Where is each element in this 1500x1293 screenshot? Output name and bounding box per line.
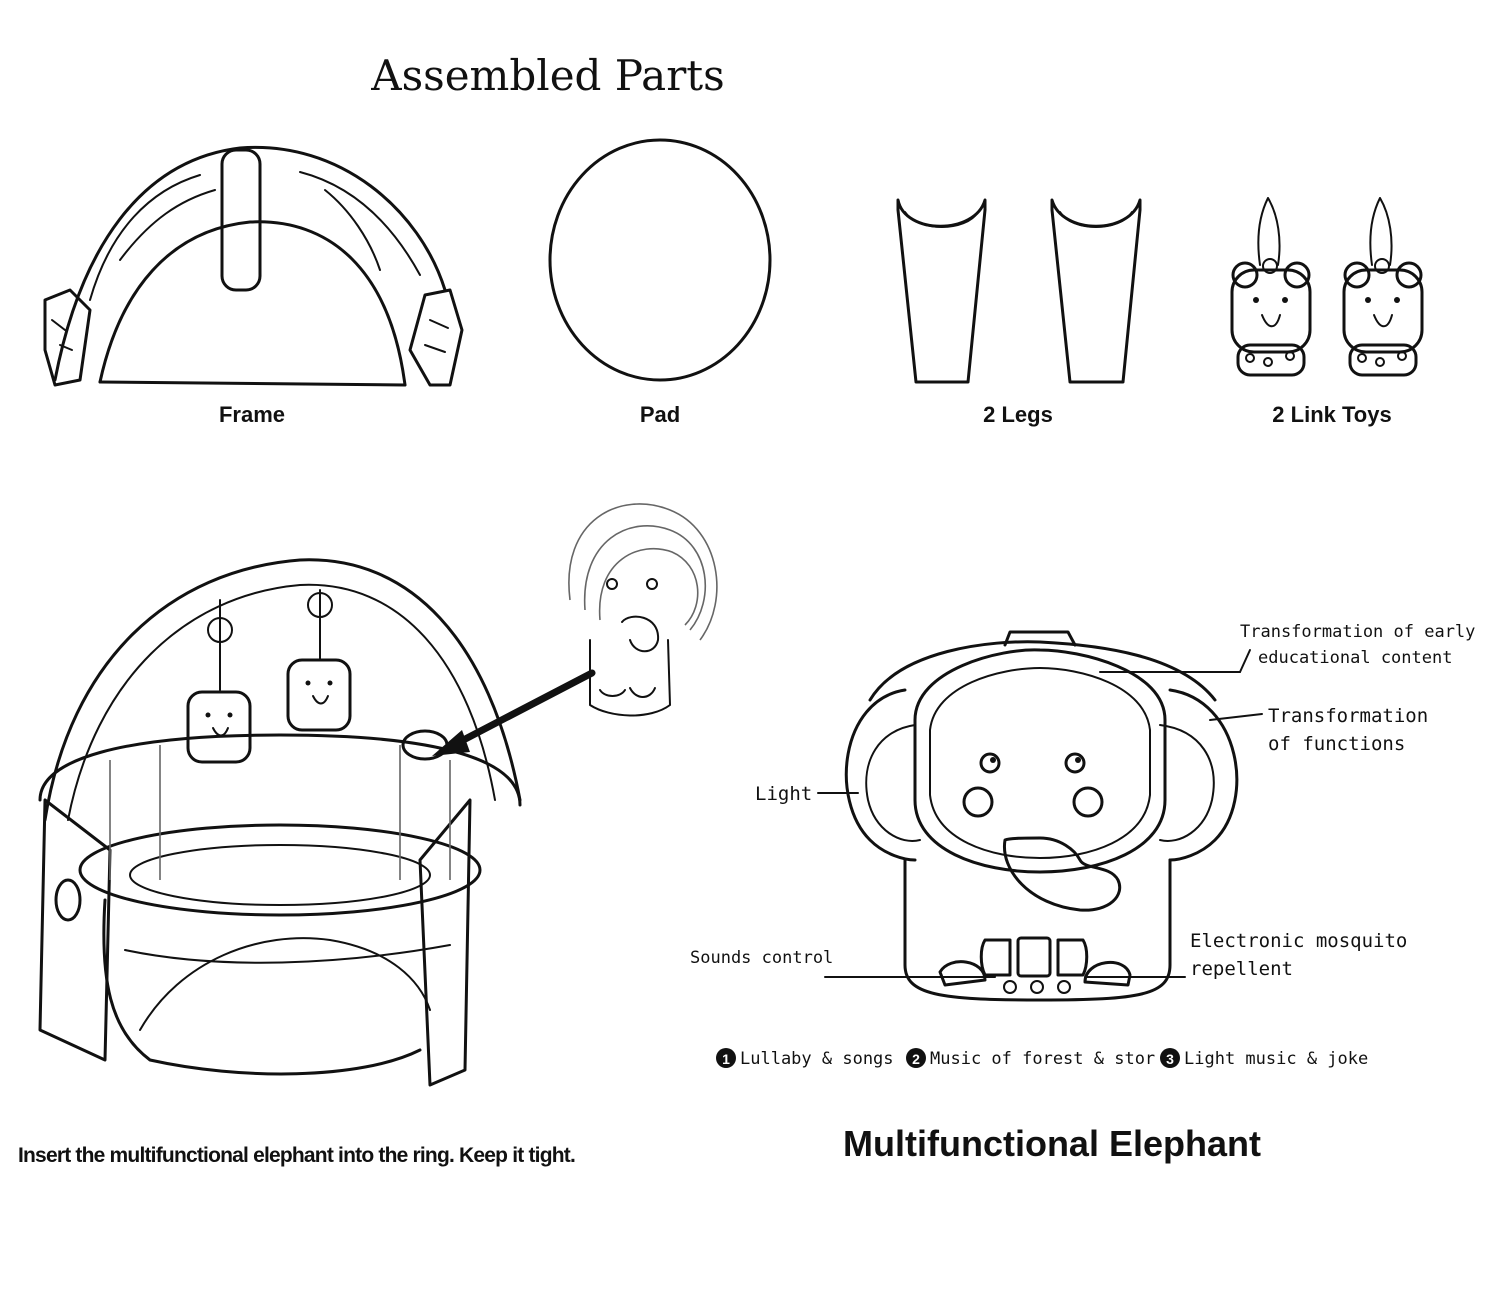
frame-label: Frame <box>219 402 285 427</box>
callout-mosquito-1: Electronic mosquito <box>1190 930 1407 952</box>
mode-2-number: 2 <box>912 1051 920 1067</box>
mode-3-text: Light music & joke <box>1184 1049 1368 1069</box>
callout-light: Light <box>755 783 812 805</box>
assembled-gym-drawing <box>38 558 522 1087</box>
mode-1-number: 1 <box>722 1051 730 1067</box>
frame-drawing <box>43 145 464 387</box>
page-title: Assembled Parts <box>370 51 724 100</box>
mode-3-number: 3 <box>1166 1051 1174 1067</box>
elephant-heading: Multifunctional Elephant <box>843 1123 1261 1164</box>
mode-3-badge <box>1160 1048 1180 1068</box>
elephant-insert-drawing <box>568 503 718 717</box>
mode-list: 1 Lullaby & songs 2 Music of forest & st… <box>716 1048 1368 1069</box>
pad-label: Pad <box>640 402 680 427</box>
legs-drawing <box>896 198 1142 384</box>
callout-functions-1: Transformation <box>1268 705 1428 727</box>
mode-2-badge <box>906 1048 926 1068</box>
insert-arrow <box>432 669 596 756</box>
mode-1-text: Lullaby & songs <box>740 1049 894 1069</box>
pad-drawing <box>548 138 772 382</box>
callout-mosquito-2: repellent <box>1190 958 1293 980</box>
mode-2-text: Music of forest & stor <box>930 1049 1155 1069</box>
instruction-text: Insert the multifunctional elephant into… <box>18 1144 575 1167</box>
legs-label: 2 Legs <box>983 402 1053 427</box>
link-toy-right <box>1342 197 1424 377</box>
multifunctional-elephant-drawing <box>844 630 1239 1002</box>
callout-early-education-2: educational content <box>1258 648 1452 668</box>
link-toy-left <box>1230 197 1312 377</box>
callout-early-education-1: Transformation of early <box>1240 622 1475 642</box>
mode-1-badge <box>716 1048 736 1068</box>
callout-functions-2: of functions <box>1268 733 1405 755</box>
callout-lines <box>817 649 1263 978</box>
callout-sounds-control: Sounds control <box>690 948 833 968</box>
link-toys-label: 2 Link Toys <box>1272 402 1391 427</box>
